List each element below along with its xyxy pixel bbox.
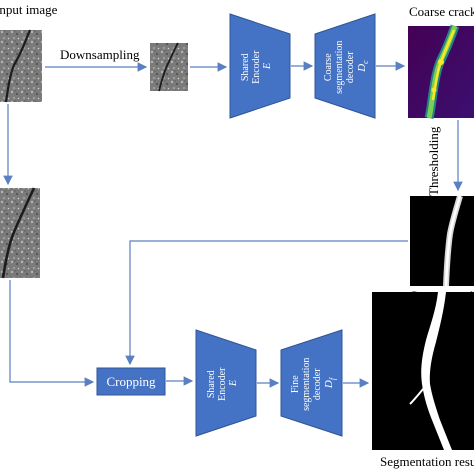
fine-decoder-block: Fine segmentation decoder Df [280,329,343,437]
fine-decoder-line2: segmentation [301,358,312,411]
thresholding-label: Thresholding [426,126,441,196]
coarse-decoder-subscript: c [361,60,370,64]
downsampling-label: Downsampling [60,47,140,62]
fine-decoder-symbol: Df [323,376,337,389]
coarse-decoder-symbol: Dc [356,60,370,73]
arrow-coarse-map-to-cropping [125,240,408,366]
svg-text:Coarse segmentation: Coarse segmentation decoder Dc [323,38,370,94]
svg-text:Shared Encoder E: Shared Encoder E [240,48,273,84]
fine-decoder-subscript: f [328,376,337,380]
segmentation-result-map [372,292,474,450]
shared-encoder-bottom-block: Shared Encoder E [195,329,257,437]
coarse-decoder-line1: Coarse [323,53,334,81]
encoder-top-line1: Shared [240,53,251,81]
coarse-crack-map-top-label: Coarse crack [409,4,474,19]
encoder-bottom-line1: Shared [206,370,217,398]
svg-text:Shared Encoder E: Shared Encoder E [206,365,239,401]
shared-encoder-top-block: Shared Encoder E [229,13,291,119]
cropping-label: Cropping [106,374,156,389]
coarse-decoder-line2: segmentation [334,41,345,94]
cropping-block: Cropping [96,367,166,396]
encoder-top-line2: Encoder [251,50,262,84]
encoder-top-symbol: E [262,63,273,70]
segmentation-result-label: Segmentation result [380,454,474,469]
downsampled-image [150,42,188,92]
encoder-bottom-symbol: E [228,380,239,387]
arrow-image-to-cropping [9,280,95,387]
coarse-decoder-block: Coarse segmentation decoder Dc [314,13,376,119]
svg-text:Fine segmentation: Fine segmentation decoder Df [290,355,337,411]
coarse-binary-map [410,195,474,287]
encoder-bottom-line2: Encoder [217,367,228,401]
fine-decoder-line3: decoder [312,368,323,400]
input-image-label: Input image [0,2,58,17]
coarse-probability-map [408,24,474,120]
full-resolution-image [0,187,40,279]
coarse-decoder-line3: decoder [345,51,356,83]
input-image [0,29,42,103]
fine-decoder-line1: Fine [290,375,301,393]
